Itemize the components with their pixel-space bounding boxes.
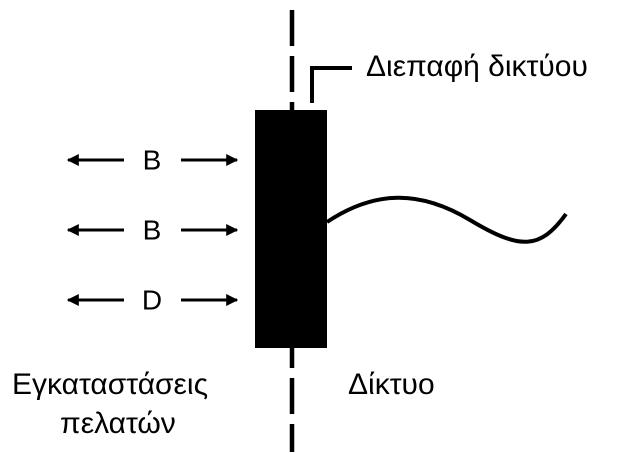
channel-2-label: B: [143, 215, 162, 246]
customer-premises-label-line2: πελατών: [60, 407, 176, 440]
interface-leader-line: [310, 66, 352, 103]
network-wave: [325, 195, 568, 244]
network-label: Δίκτυο: [348, 368, 435, 401]
channel-row-2: B: [66, 215, 239, 246]
channel-row-3: D: [66, 285, 239, 316]
channel-3-label: D: [142, 285, 162, 316]
interface-block: [255, 110, 327, 348]
channel-1-label: B: [143, 145, 162, 176]
customer-premises-label-line1: Εγκαταστάσεις: [12, 368, 209, 401]
channel-row-1: B: [66, 145, 239, 176]
interface-label: Διεπαφή δικτύου: [366, 50, 588, 83]
